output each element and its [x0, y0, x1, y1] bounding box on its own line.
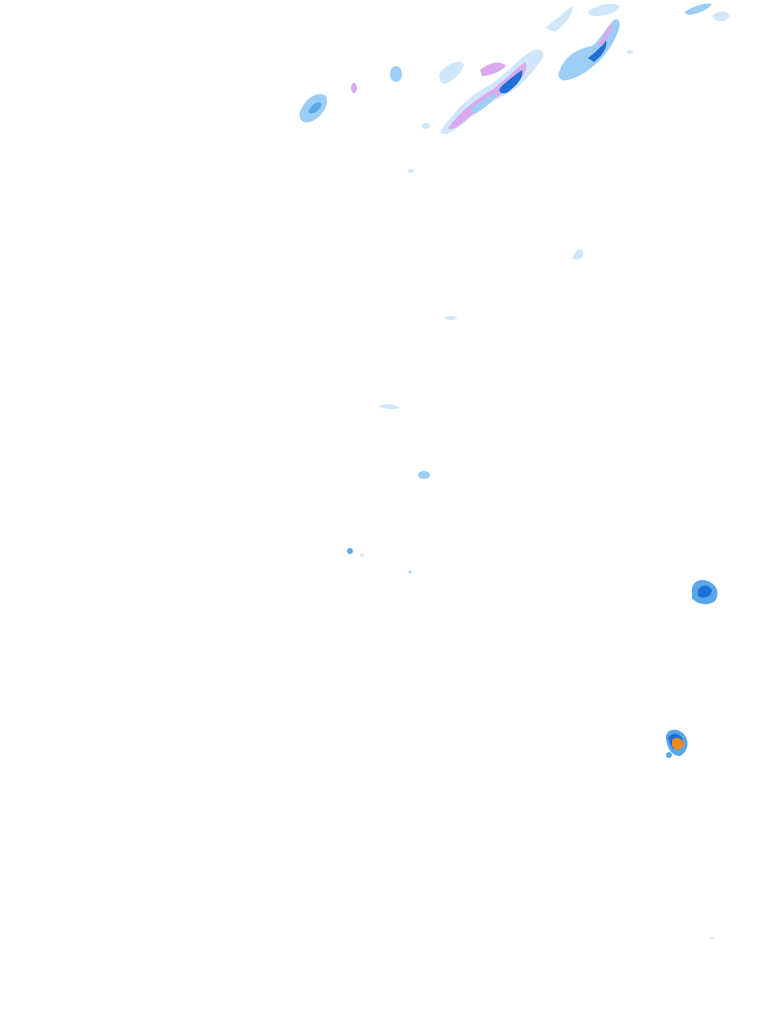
echo-band-mid [470, 92, 498, 114]
echo-wisp-7 [360, 553, 364, 557]
echo-cell-small-1 [390, 66, 402, 82]
echo-cell-left-core [308, 102, 322, 114]
echo-far-ne-1 [684, 3, 712, 15]
echo-cell-small-4 [627, 50, 633, 54]
echo-wisp-6 [347, 548, 353, 554]
echo-top-streak [588, 3, 620, 16]
echo-wisp-5 [418, 471, 430, 479]
eastern-cell [692, 580, 718, 605]
echo-cell-mid-top [439, 61, 464, 84]
eastern-cell-core [698, 585, 712, 598]
echo-band-pink [448, 62, 527, 130]
echo-wisp-4 [378, 404, 400, 410]
echo-wisp-3 [445, 316, 457, 320]
echo-wisp-9 [710, 937, 714, 939]
echo-cluster-ne [558, 19, 620, 81]
northern-echo-band [299, 3, 730, 135]
se-cell-satellite [666, 752, 672, 758]
southeastern-intense-cell [666, 729, 688, 758]
se-cell-extreme [672, 737, 684, 750]
echo-top-left-streak [545, 6, 573, 32]
echo-cell-small-2 [351, 83, 357, 93]
echo-wisp-1 [408, 169, 414, 173]
echo-wisp-2 [572, 249, 584, 260]
echo-cell-small-3 [422, 123, 430, 129]
echo-cluster-ne-pink [598, 22, 613, 46]
echo-wisp-8 [408, 570, 412, 574]
echo-cell-mid-top-2 [480, 62, 506, 76]
echo-band-core [499, 70, 523, 94]
scattered-echoes [347, 169, 714, 939]
echo-far-ne-2 [712, 11, 730, 22]
